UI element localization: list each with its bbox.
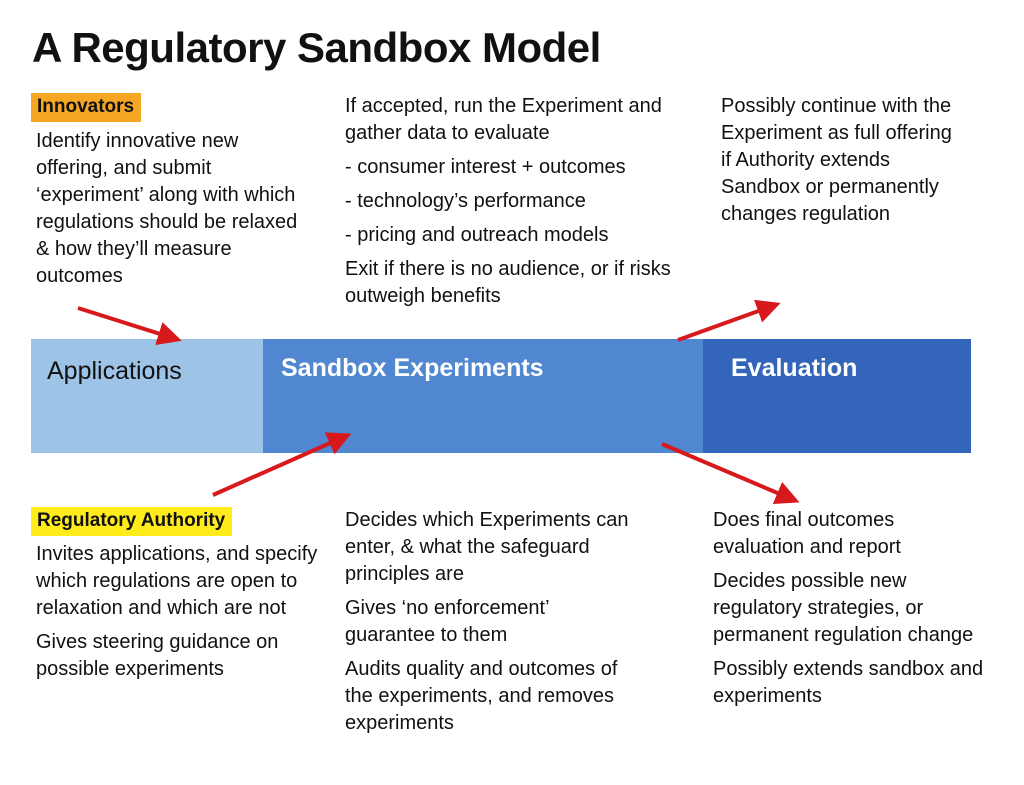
innovators-experiment-text: If accepted, run the Experiment and gath… bbox=[345, 93, 675, 317]
innovators-apply-paragraph: Identify innovative new offering, and su… bbox=[36, 130, 298, 287]
regulatory-paragraph: Does final outcomes evaluation and repor… bbox=[713, 509, 901, 558]
innovators-tag: Innovators bbox=[31, 93, 142, 122]
sandbox-stage-label: Sandbox Experiments bbox=[281, 354, 544, 382]
page-title: A Regulatory Sandbox Model bbox=[32, 24, 601, 71]
sandbox-to-continue-arrow bbox=[677, 299, 781, 342]
experiment-item: - consumer interest + outcomes bbox=[345, 156, 626, 178]
experiment-exit: Exit if there is no audience, or if risk… bbox=[345, 258, 671, 307]
regulatory-paragraph: Decides possible new regulatory strategi… bbox=[713, 570, 974, 646]
regulatory-paragraph: Invites applications, and specify which … bbox=[36, 543, 318, 619]
evaluation-stage-label: Evaluation bbox=[731, 354, 858, 382]
regulatory-paragraph: Decides which Experiments can enter, & w… bbox=[345, 509, 629, 585]
regulatory-authority-tag: Regulatory Authority bbox=[31, 507, 233, 536]
applications-stage-band bbox=[31, 339, 263, 453]
experiment-item: - technology’s performance bbox=[345, 190, 586, 212]
evaluation-stage-band bbox=[703, 339, 971, 453]
regulatory-paragraph: Possibly extends sandbox and experiments bbox=[713, 658, 984, 707]
regulatory-applications-text: Invites applications, and specify which … bbox=[36, 541, 318, 690]
regulatory-paragraph: Gives ‘no enforcement’ guarantee to them bbox=[345, 597, 549, 646]
regulatory-sandbox-text: Decides which Experiments can enter, & w… bbox=[345, 507, 635, 744]
regulatory-paragraph: Audits quality and outcomes of the exper… bbox=[345, 658, 618, 734]
innovators-to-applications-arrow bbox=[77, 306, 182, 346]
experiment-item: - pricing and outreach models bbox=[345, 224, 609, 246]
applications-stage-label: Applications bbox=[47, 357, 182, 385]
experiment-intro: If accepted, run the Experiment and gath… bbox=[345, 95, 662, 144]
innovators-apply-text: Identify innovative new offering, and su… bbox=[36, 128, 298, 297]
regulatory-paragraph: Gives steering guidance on possible expe… bbox=[36, 631, 279, 680]
continue-paragraph: Possibly continue with the Experiment as… bbox=[721, 95, 952, 225]
innovators-continue-text: Possibly continue with the Experiment as… bbox=[721, 93, 961, 235]
regulatory-evaluation-text: Does final outcomes evaluation and repor… bbox=[713, 507, 988, 717]
